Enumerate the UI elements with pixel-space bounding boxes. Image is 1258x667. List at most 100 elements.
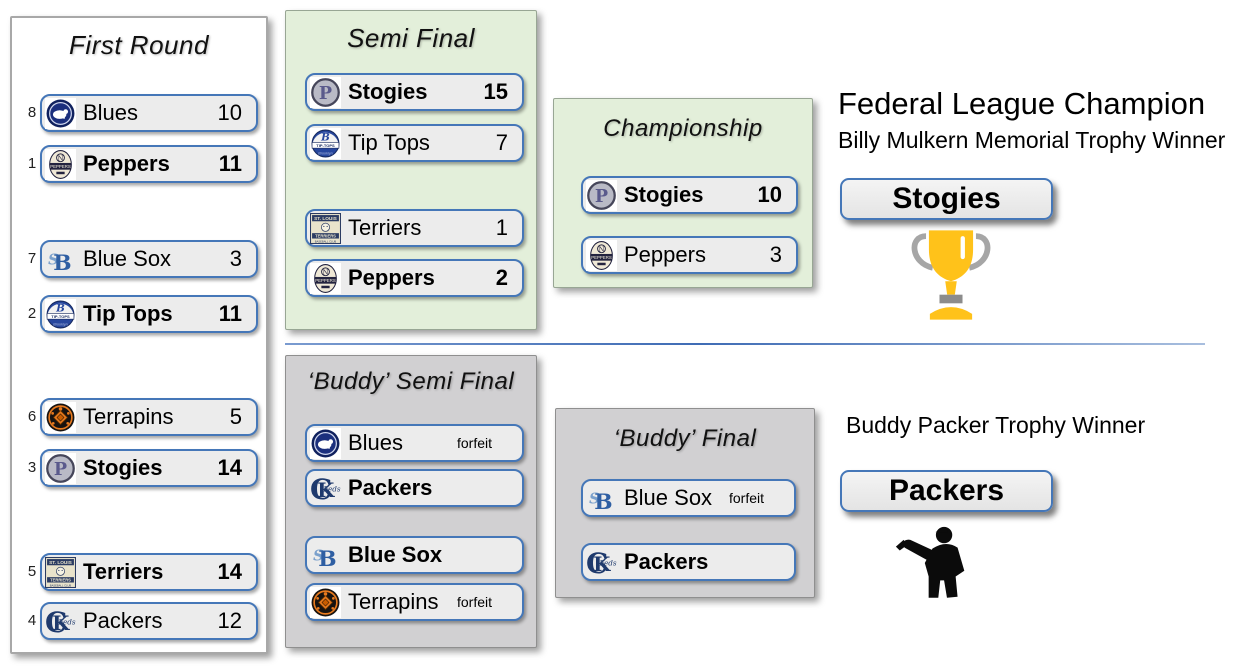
team-score: 1 [495,215,508,240]
championship-panel: Championship Stogies 10 Peppers 3 [553,98,813,288]
team-row-stogies: Stogies 10 [581,176,798,214]
team-score: forfeit [456,435,492,451]
team-score: 12 [217,608,242,633]
semi-final-panel: Semi Final Stogies 15 Tip Tops 7 Terrier… [285,10,537,330]
team-name: Stogies [624,182,704,207]
team-score: 14 [217,559,242,584]
tip-tops-logo-icon [310,128,341,159]
team-name: Tip Tops [348,130,430,155]
team-score: 11 [218,301,242,326]
team-name: Blue Sox [624,485,713,510]
championship-title: Championship [603,115,763,142]
team-row-tip-tops: Tip Tops 11 [40,295,258,333]
team-score: 3 [769,242,782,267]
team-name: Peppers [348,265,435,290]
memorial-trophy-subtitle: Billy Mulkern Memorial Trophy Winner [838,127,1226,153]
team-score: forfeit [728,490,764,506]
team-row-peppers: Peppers 3 [581,236,798,274]
team-name: Terrapins [348,589,439,614]
team-score: 15 [483,79,508,104]
seed-number: 6 [27,408,37,425]
team-score: 2 [495,265,508,290]
team-row-blue-sox: Blue Sox [305,536,524,574]
team-score: 10 [757,182,782,207]
first-round-title: First Round [69,30,209,60]
team-row-terriers: Terriers 1 [305,209,524,247]
seed-number: 1 [27,155,37,172]
seed-number: 3 [27,459,37,476]
team-name: Packers [83,608,163,633]
terriers-logo-icon [45,557,76,588]
tip-tops-logo-icon [45,299,76,330]
team-name: Stogies [348,79,428,104]
team-name: Stogies [83,455,163,480]
team-name: Terriers [348,215,422,240]
packers-logo-icon [45,606,76,637]
packers-logo-icon [310,473,341,504]
buddy-packer-trophy-title: Buddy Packer Trophy Winner [846,412,1146,438]
terriers-logo-icon [310,213,341,244]
buddy-winner-badge: Packers [840,470,1053,512]
team-name: Blue Sox [83,246,172,271]
team-row-blue-sox: Blue Sox forfeit [581,479,796,517]
team-name: Blues [83,100,139,125]
champion-winner-badge: Stogies [840,178,1053,220]
team-score: 7 [495,130,508,155]
team-score: 3 [229,246,242,271]
team-name: Terriers [83,559,164,584]
team-row-packers: Packers 12 [40,602,258,640]
team-name: Peppers [83,151,170,176]
seed-number: 4 [27,612,37,629]
team-score: 14 [217,455,242,480]
seed-number: 7 [27,250,37,267]
peppers-logo-icon [310,263,341,294]
semi-final-title: Semi Final [347,23,475,53]
blue-sox-logo-icon [586,483,617,514]
team-score: 5 [229,404,242,429]
team-name: Blues [348,430,404,455]
peppers-logo-icon [586,240,617,271]
umpire-silhouette-icon [893,524,999,602]
team-name: Packers [348,475,433,500]
team-name: Packers [624,549,709,574]
team-name: Peppers [624,242,706,267]
federal-league-champion-title: Federal League Champion [838,86,1206,121]
team-row-terrapins: Terrapins forfeit [305,583,524,621]
team-row-tip-tops: Tip Tops 7 [305,124,524,162]
blues-logo-icon [310,428,341,459]
team-row-terriers: Terriers 14 [40,553,258,591]
team-row-terrapins: Terrapins 5 [40,398,258,436]
buddy-semi-final-title: ‘Buddy’ Semi Final [307,368,515,395]
team-row-stogies: Stogies 14 [40,449,258,487]
stogies-logo-icon [586,180,617,211]
team-row-peppers: Peppers 11 [40,145,258,183]
section-divider [285,343,1205,345]
team-row-blues: Blues 10 [40,94,258,132]
seed-number: 8 [27,104,37,121]
first-round-panel: First Round 8 Blues 10 1 Peppers 11 7 Bl… [10,16,268,654]
buddy-final-title: ‘Buddy’ Final [613,425,757,452]
team-row-peppers: Peppers 2 [305,259,524,297]
team-name: Tip Tops [83,301,173,326]
team-score: 10 [217,100,242,125]
team-score: 11 [218,151,242,176]
buddy-semi-final-panel: ‘Buddy’ Semi Final Blues forfeit Packers… [285,355,537,648]
team-name: Blue Sox [348,542,443,567]
team-row-packers: Packers [305,469,524,507]
team-score: forfeit [456,594,492,610]
team-name: Terrapins [83,404,174,429]
blue-sox-logo-icon [45,244,76,275]
seed-number: 2 [27,305,37,322]
team-row-stogies: Stogies 15 [305,73,524,111]
peppers-logo-icon [45,149,76,180]
team-row-blue-sox: Blue Sox 3 [40,240,258,278]
trophy-icon [903,224,999,326]
terrapins-logo-icon [310,587,341,618]
blues-logo-icon [45,98,76,129]
terrapins-logo-icon [45,402,76,433]
team-row-blues: Blues forfeit [305,424,524,462]
team-row-packers: Packers [581,543,796,581]
buddy-final-panel: ‘Buddy’ Final Blue Sox forfeit Packers [555,408,815,598]
stogies-logo-icon [45,453,76,484]
blue-sox-logo-icon [310,540,341,571]
